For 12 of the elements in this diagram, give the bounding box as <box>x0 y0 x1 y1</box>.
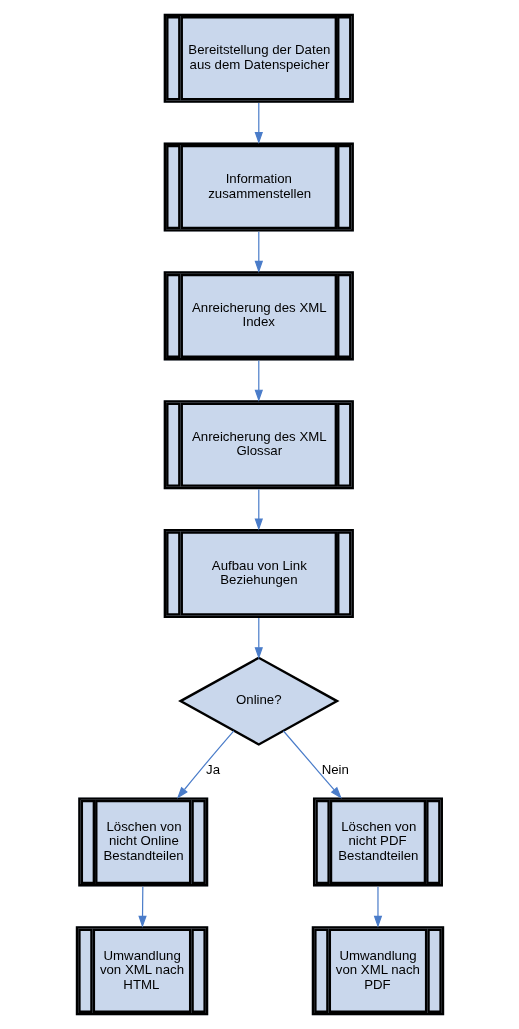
edge-label: Nein <box>321 762 349 778</box>
arrow <box>254 617 263 660</box>
arrow <box>254 102 263 145</box>
arrow <box>254 231 263 273</box>
node-diamond: Online? <box>177 656 340 746</box>
arrow <box>137 886 147 928</box>
arrow <box>254 488 263 531</box>
arrow <box>373 886 382 928</box>
edge-label: Ja <box>205 762 220 778</box>
arrow <box>254 359 263 402</box>
arrow <box>282 730 342 799</box>
arrow <box>176 730 234 799</box>
